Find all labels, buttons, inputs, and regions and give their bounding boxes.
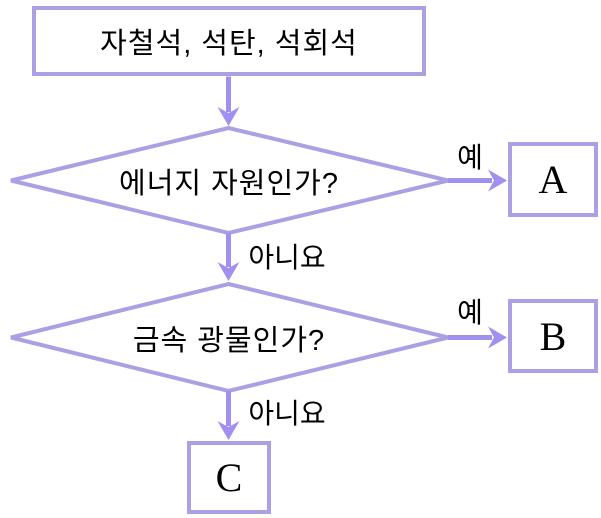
terminal-a-label: A [538,157,568,202]
arrow-decision2-no-icon [217,391,240,440]
decision-1-question: 에너지 자원인가? [119,168,339,200]
decision-2-yes-label: 예 [457,297,483,328]
terminal-b-label: B [539,313,567,359]
terminal-box-a: A [508,142,598,217]
source-box: 자철석, 석탄, 석회석 [32,6,426,76]
decision-1-no-label: 아니요 [248,242,326,273]
decision-1-yes-label: 예 [457,142,483,173]
decision-2-question: 금속 광물인가? [132,325,326,357]
source-box-label: 자철석, 석탄, 석회석 [100,28,358,60]
terminal-box-b: B [508,299,598,373]
arrow-decision1-yes-icon [448,169,507,192]
arrow-decision1-no-icon [217,233,240,281]
terminal-c-label: C [215,455,243,500]
arrow-decision2-yes-icon [448,326,507,349]
decision-2-no-label: 아니요 [248,398,326,429]
arrow-source-to-decision1-icon [217,76,240,126]
terminal-box-c: C [187,441,271,514]
